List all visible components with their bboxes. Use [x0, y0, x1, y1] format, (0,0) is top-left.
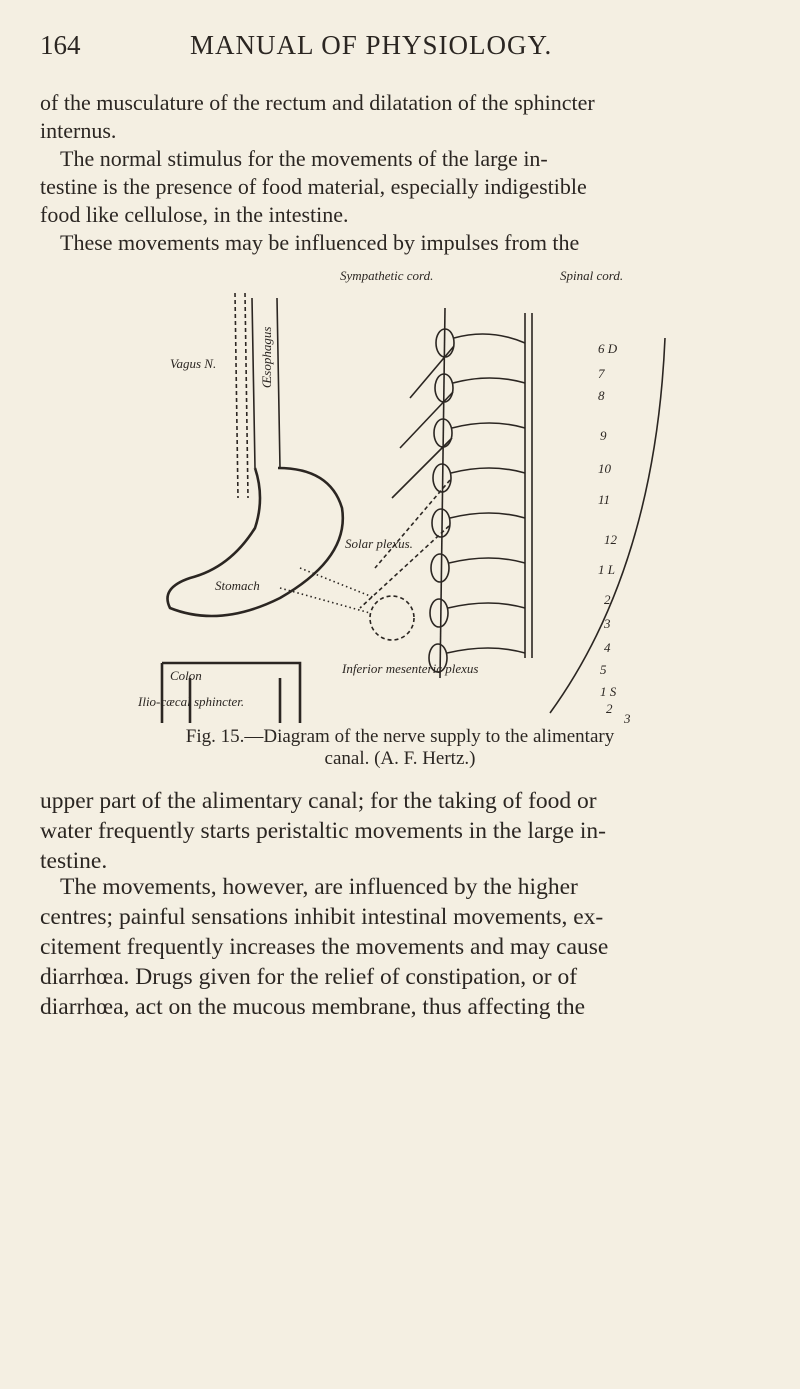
segment-label: 2	[604, 592, 611, 607]
stomach-outline	[166, 466, 345, 618]
segment-label: 12	[604, 532, 618, 547]
sympathetic-cord-label: Sympathetic cord.	[340, 268, 433, 283]
paragraph: of the musculature of the rectum and dil…	[40, 89, 770, 145]
text-line: of the musculature of the rectum and dil…	[40, 90, 595, 115]
solar-plexus-fibres	[279, 567, 376, 614]
text-line: The normal stimulus for the movements of…	[60, 146, 548, 171]
text-line: diarrhœa, act on the mucous membrane, th…	[40, 994, 586, 1020]
segment-label: 11	[598, 492, 610, 507]
oesophagus-tube	[251, 297, 281, 469]
outer-nerve-curve	[549, 337, 666, 714]
segment-label: 4	[604, 640, 611, 655]
colon-label: Colon	[170, 668, 202, 683]
inferior-mesenteric-label: Inferior mesenteric plexus	[341, 661, 478, 676]
page-number: 164	[40, 30, 81, 60]
sympathetic-chain	[428, 307, 455, 679]
text-line: food like cellulose, in the intestine.	[40, 202, 349, 227]
segment-label: 3	[623, 711, 631, 723]
spinal-cord-label: Spinal cord.	[560, 268, 623, 283]
segment-label: 9	[600, 428, 607, 443]
oesophagus-label: Œsophagus	[259, 327, 274, 388]
caption-line: Fig. 15.—Diagram of the nerve supply to …	[185, 726, 615, 747]
segment-label: 8	[598, 388, 605, 403]
segment-label: 3	[603, 616, 611, 631]
paragraph: The movements, however, are influenced b…	[40, 872, 770, 1022]
segment-label: 1 S	[600, 684, 617, 699]
segment-label: 7	[598, 366, 605, 381]
vagus-label: Vagus N.	[170, 356, 216, 371]
paragraph: upper part of the alimentary canal; for …	[40, 786, 770, 876]
text-line: testine is the presence of food material…	[40, 174, 587, 199]
text-line: internus.	[40, 118, 117, 143]
text-line: These movements may be influenced by imp…	[60, 230, 580, 255]
colon-outline	[160, 661, 302, 723]
segment-label: 10	[598, 461, 612, 476]
text-line: water frequently starts peristaltic move…	[40, 818, 606, 844]
text-line: The movements, however, are influenced b…	[60, 874, 578, 900]
diagram-svg: Œsophagus Vagus N. Stomach Solar plexus.…	[137, 268, 666, 726]
page-header: 164 MANUAL OF PHYSIOLOGY.	[40, 30, 780, 60]
solar-plexus-ganglion	[369, 595, 415, 641]
ilio-caecal-label: Ilio-cæcal sphincter.	[137, 694, 244, 709]
paragraph: The normal stimulus for the movements of…	[40, 145, 770, 229]
paragraph: These movements may be influenced by imp…	[40, 229, 770, 257]
text-line: diarrhœa. Drugs given for the relief of …	[40, 964, 578, 990]
nerve-supply-diagram: Œsophagus Vagus N. Stomach Solar plexus.…	[130, 268, 670, 726]
segment-label: 6 D	[598, 341, 618, 356]
text-line: centres; painful sensations inhibit inte…	[40, 904, 604, 930]
text-line: testine.	[40, 848, 108, 874]
stomach-label: Stomach	[215, 578, 260, 593]
vagus-nerve	[234, 292, 249, 499]
caption-line: canal. (A. F. Hertz.)	[324, 748, 476, 769]
text-line: upper part of the alimentary canal; for …	[40, 788, 597, 814]
spinal-cord-line	[524, 313, 533, 658]
text-line: citement frequently increases the moveme…	[40, 934, 609, 960]
segment-label: 5	[600, 662, 607, 677]
figure-caption: Fig. 15.—Diagram of the nerve supply to …	[100, 726, 700, 770]
rami-connections	[359, 333, 526, 654]
segment-label: 2	[606, 701, 613, 716]
segment-label: 1 L	[598, 562, 615, 577]
solar-plexus-label: Solar plexus.	[345, 536, 413, 551]
running-title: MANUAL OF PHYSIOLOGY.	[190, 30, 553, 60]
